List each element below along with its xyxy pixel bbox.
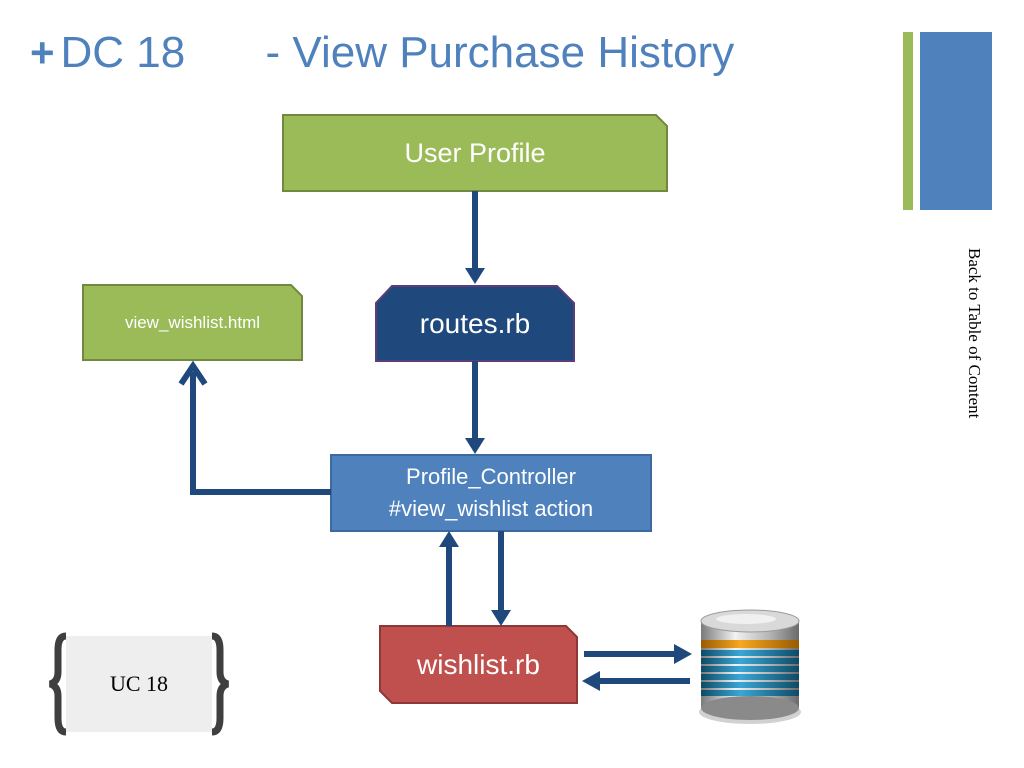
arrowhead [491, 610, 511, 626]
controller-box [330, 454, 652, 532]
uc-box [66, 636, 212, 732]
arrowhead [674, 644, 692, 664]
left-brace [48, 632, 67, 736]
back-to-toc-link[interactable]: Back to Table of Content [965, 248, 984, 419]
accent-bar-blue [920, 32, 992, 210]
uc-label: UC 18 [109, 671, 169, 696]
routes-box [375, 285, 575, 362]
arrowhead [465, 438, 485, 454]
view-wishlist-box [82, 284, 303, 361]
accent-bar-green [903, 32, 913, 210]
arrow-controller-to-view [190, 372, 331, 495]
arrowhead [439, 531, 459, 547]
title-prefix: DC 18 [60, 28, 186, 77]
arrowhead-open [178, 360, 208, 386]
arrowhead [582, 671, 600, 691]
plus-icon: + [30, 29, 55, 76]
wishlist-model-box [379, 625, 578, 704]
user-profile-box [282, 114, 668, 192]
database-icon [699, 609, 801, 724]
arrowhead [465, 268, 485, 284]
right-brace [211, 632, 230, 736]
page-title: +DC 18 - View Purchase History [30, 28, 734, 88]
title-main: - View Purchase History [265, 28, 735, 77]
